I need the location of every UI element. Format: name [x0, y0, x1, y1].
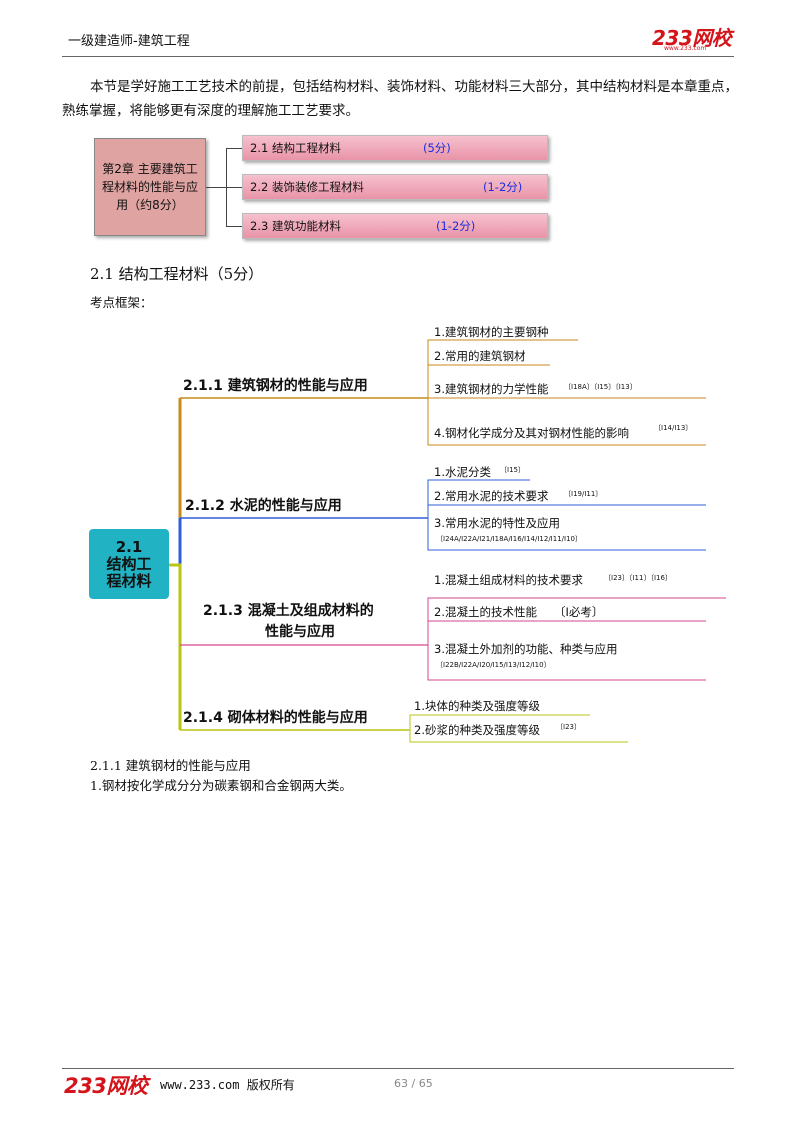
chapter-box: 第2章 主要建筑工程材料的性能与应用（约8分）: [94, 138, 206, 236]
section-box-2-2: 2.2 装饰装修工程材料 (1-2分): [242, 174, 548, 200]
leaf-text: 2.砂浆的种类及强度等级: [414, 723, 540, 737]
section-score: (1-2分): [436, 219, 476, 233]
leaf-text: 2.常用水泥的技术要求: [434, 489, 549, 503]
footer-url[interactable]: www.233.com 版权所有: [160, 1078, 295, 1092]
leaf-tag: 〔Ⅰ23〕〔Ⅰ11〕〔Ⅰ16〕: [604, 574, 672, 582]
leaf-tag: 〔Ⅰ必考〕: [554, 605, 604, 619]
section-score: (1-2分): [483, 180, 523, 194]
logo-url: www.233.com: [664, 45, 707, 52]
logo-233: 233网校: [652, 26, 732, 50]
leaf-text: 2.混凝土的技术性能: [434, 605, 537, 619]
leaf-text: 1.建筑钢材的主要钢种: [434, 325, 549, 339]
section-score: (5分): [423, 141, 451, 155]
connector-line: [226, 226, 242, 227]
leaf-tag: 〔Ⅰ23〕: [556, 723, 581, 731]
header-title: 一级建造师-建筑工程: [68, 34, 190, 49]
section-label: 2.3 建筑功能材料: [250, 219, 341, 233]
mindmap-lines: [169, 339, 726, 743]
branch-2-1-3: 2.1.3 混凝土及组成材料的: [203, 603, 374, 619]
header-rule: [62, 56, 734, 57]
section-label: 2.1 结构工程材料: [250, 141, 341, 155]
body-line: 1.钢材按化学成分分为碳素钢和合金钢两大类。: [90, 778, 352, 793]
branch-2-1-1: 2.1.1 建筑钢材的性能与应用: [183, 378, 368, 394]
leaf-tag: 〔Ⅰ15〕: [500, 466, 525, 474]
leaf-tag: 〔Ⅰ14/Ⅰ13〕: [654, 424, 693, 432]
connector-line: [226, 148, 242, 149]
leaf-text: 1.混凝土组成材料的技术要求: [434, 573, 583, 587]
leaf-text: 4.钢材化学成分及其对钢材性能的影响: [434, 426, 629, 440]
intro-paragraph: 本节是学好施工工艺技术的前提，包括结构材料、装饰材料、功能材料三大部分，其中结构…: [62, 79, 738, 119]
leaf-text: 2.常用的建筑钢材: [434, 349, 526, 363]
connector-line: [226, 187, 242, 188]
branch-2-1-2: 2.1.2 水泥的性能与应用: [185, 498, 342, 514]
branch-2-1-4: 2.1.4 砌体材料的性能与应用: [183, 710, 368, 726]
connector-line: [206, 187, 226, 188]
footer-rule: [62, 1068, 734, 1069]
footer-logo: 233网校: [64, 1074, 148, 1098]
center-label: 2.1 结构工 程材料: [106, 537, 152, 590]
leaf-tag: 〔Ⅰ19/Ⅰ11〕: [564, 490, 603, 498]
body-text: 2.1.1 建筑钢材的性能与应用 1.钢材按化学成分分为碳素钢和合金钢两大类。: [90, 756, 352, 796]
framework-label: 考点框架：: [90, 295, 153, 310]
section-label: 2.2 装饰装修工程材料: [250, 180, 364, 194]
mindmap-center-node: 2.1 结构工 程材料: [89, 529, 169, 599]
leaf-tag: 〔Ⅰ24A/Ⅰ22A/Ⅰ21/Ⅰ18A/Ⅰ16/Ⅰ14/Ⅰ12/Ⅰ11/Ⅰ10〕: [436, 535, 582, 543]
leaf-text: 3.混凝土外加剂的功能、种类与应用: [434, 642, 618, 656]
section-box-2-1: 2.1 结构工程材料 (5分): [242, 135, 548, 161]
subheading: 2.1.1 建筑钢材的性能与应用: [90, 758, 251, 773]
branch-2-1-3-line2: 性能与应用: [265, 624, 335, 640]
leaf-text: 3.常用水泥的特性及应用: [434, 516, 560, 530]
leaf-text: 1.水泥分类: [434, 465, 491, 479]
leaf-text: 3.建筑钢材的力学性能: [434, 382, 549, 396]
chapter-title: 第2章 主要建筑工程材料的性能与应用（约8分）: [101, 162, 198, 212]
section-box-2-3: 2.3 建筑功能材料 (1-2分): [242, 213, 548, 239]
leaf-tag: 〔Ⅰ18A〕〔Ⅰ15〕〔Ⅰ13〕: [564, 383, 637, 391]
leaf-tag: 〔Ⅰ22B/Ⅰ22A/Ⅰ20/Ⅰ15/Ⅰ13/Ⅰ12/Ⅰ10〕: [436, 661, 551, 669]
section-heading: 2.1 结构工程材料（5分）: [90, 265, 264, 283]
page-number: 63 / 65: [394, 1077, 433, 1090]
leaf-text: 1.块体的种类及强度等级: [414, 699, 540, 713]
